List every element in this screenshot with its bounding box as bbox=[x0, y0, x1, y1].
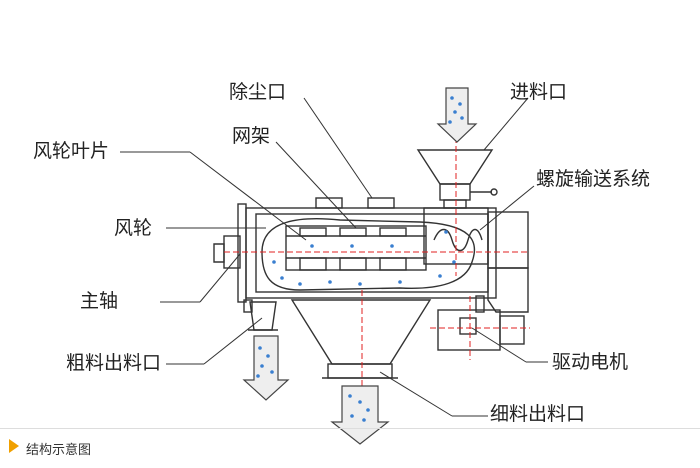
dust-outlet-2 bbox=[367, 197, 395, 209]
caption-divider bbox=[0, 428, 700, 429]
fine-arrow bbox=[330, 385, 390, 445]
label-fan-blade: 风轮叶片 bbox=[33, 140, 110, 162]
label-fine-outlet: 细料出料口 bbox=[490, 403, 586, 425]
dust-outlet-1 bbox=[315, 197, 343, 209]
label-main-shaft: 主轴 bbox=[80, 290, 119, 312]
label-screw-conveyor: 螺旋输送系统 bbox=[536, 168, 651, 190]
motor bbox=[437, 309, 501, 351]
label-coarse-outlet: 粗料出料口 bbox=[66, 352, 162, 374]
caption-text: 结构示意图 bbox=[26, 443, 92, 458]
leader-screw bbox=[479, 185, 535, 231]
screen-cage bbox=[261, 218, 476, 291]
label-fan-wheel: 风轮 bbox=[114, 217, 153, 239]
label-feed-inlet: 进料口 bbox=[510, 81, 568, 103]
screw-flight bbox=[433, 228, 483, 252]
coarse-funnel bbox=[249, 301, 277, 331]
caption-bar: 结构示意图 bbox=[0, 428, 700, 468]
leader-feed-inlet bbox=[483, 97, 529, 151]
label-drive-motor: 驱动电机 bbox=[552, 351, 629, 373]
housing-outer bbox=[245, 207, 497, 299]
feed-arrow bbox=[436, 87, 478, 143]
leader-screen-frame bbox=[275, 141, 357, 229]
coarse-arrow bbox=[242, 335, 290, 401]
fine-hopper bbox=[290, 299, 432, 365]
label-dust-outlet: 除尘口 bbox=[229, 81, 287, 103]
caption-arrow-icon bbox=[9, 439, 19, 453]
screen-drum bbox=[285, 225, 427, 271]
leader-dust-outlet bbox=[303, 97, 373, 199]
left-flange bbox=[237, 203, 247, 303]
label-screen-frame: 网架 bbox=[232, 125, 271, 147]
shaft-cap bbox=[213, 243, 225, 263]
drive-box bbox=[487, 211, 529, 269]
feed-hopper bbox=[416, 149, 494, 185]
